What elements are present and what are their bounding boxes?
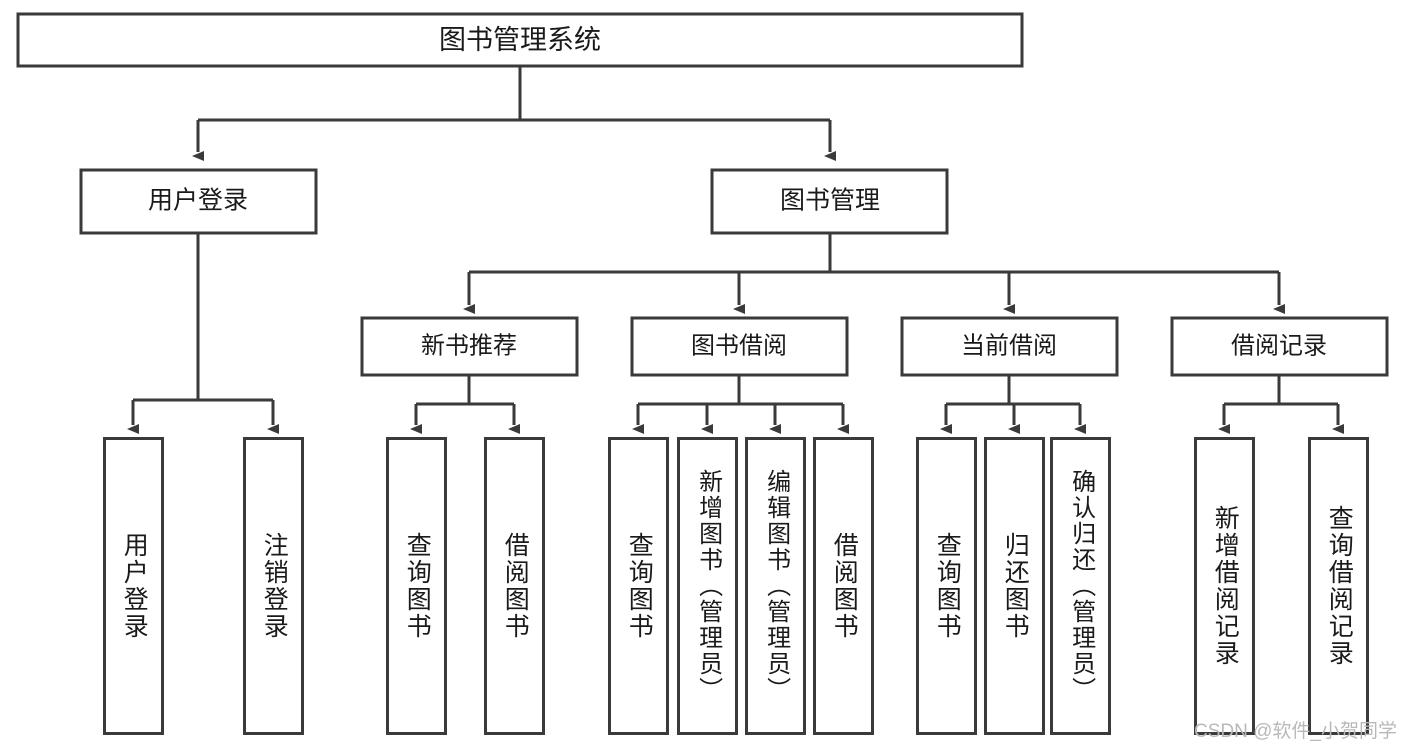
node-user-login-rect[interactable] bbox=[79, 168, 318, 235]
node-book-management-rect[interactable] bbox=[710, 168, 949, 235]
leaf-node-add-book-admin-label: 新增图书（管理员） bbox=[694, 469, 722, 703]
leaf-node-add-borrow-record-label: 新增借阅记录 bbox=[1211, 505, 1240, 667]
leaf-node-user-login[interactable]: 用户登录 bbox=[103, 437, 164, 735]
node-book-borrow-rect[interactable] bbox=[630, 316, 849, 377]
node-book-management-label: 图书管理 bbox=[780, 187, 880, 215]
node-book-management[interactable]: 图书管理 bbox=[710, 168, 949, 235]
leaf-node-add-borrow-record[interactable]: 新增借阅记录 bbox=[1194, 437, 1255, 735]
leaf-node-query-book-new[interactable]: 查询图书 bbox=[386, 437, 447, 735]
node-new-book-recommend-rect[interactable] bbox=[360, 316, 579, 377]
connector-group-book-mgmt bbox=[463, 233, 1285, 314]
node-current-borrow[interactable]: 当前借阅 bbox=[900, 316, 1119, 377]
node-borrow-records[interactable]: 借阅记录 bbox=[1170, 316, 1389, 377]
leaf-node-confirm-return-admin-label: 确认归还（管理员） bbox=[1067, 469, 1095, 703]
node-user-login-label: 用户登录 bbox=[148, 187, 248, 215]
connector-group-records bbox=[1218, 375, 1344, 434]
leaf-node-edit-book-admin-label: 编辑图书（管理员） bbox=[762, 469, 790, 703]
connector-group-borrow bbox=[632, 375, 849, 434]
node-new-book-recommend-label: 新书推荐 bbox=[421, 332, 517, 359]
leaf-node-return-book-label: 归还图书 bbox=[1001, 532, 1030, 640]
leaf-node-edit-book-admin[interactable]: 编辑图书（管理员） bbox=[745, 437, 806, 735]
leaf-node-borrow-book-new[interactable]: 借阅图书 bbox=[484, 437, 545, 735]
node-borrow-records-rect[interactable] bbox=[1170, 316, 1389, 377]
node-current-borrow-label: 当前借阅 bbox=[961, 332, 1057, 359]
node-root[interactable]: 图书管理系统 bbox=[16, 12, 1024, 68]
leaf-node-borrow-book-label: 借阅图书 bbox=[830, 532, 859, 640]
connector-group-new-book bbox=[410, 375, 520, 434]
leaf-node-query-borrow-record[interactable]: 查询借阅记录 bbox=[1308, 437, 1369, 735]
leaf-node-borrow-book[interactable]: 借阅图书 bbox=[813, 437, 874, 735]
node-book-borrow[interactable]: 图书借阅 bbox=[630, 316, 849, 377]
leaf-node-query-book-new-label: 查询图书 bbox=[403, 532, 432, 640]
leaf-node-confirm-return-admin[interactable]: 确认归还（管理员） bbox=[1050, 437, 1111, 735]
node-root-label: 图书管理系统 bbox=[439, 25, 601, 55]
connector-group-root bbox=[192, 66, 836, 161]
node-root-rect[interactable] bbox=[16, 12, 1024, 68]
leaf-node-add-book-admin[interactable]: 新增图书（管理员） bbox=[677, 437, 738, 735]
node-new-book-recommend[interactable]: 新书推荐 bbox=[360, 316, 579, 377]
leaf-node-logout[interactable]: 注销登录 bbox=[243, 437, 304, 735]
leaf-node-query-book-current[interactable]: 查询图书 bbox=[916, 437, 977, 735]
node-book-borrow-label: 图书借阅 bbox=[691, 332, 787, 359]
leaf-node-return-book[interactable]: 归还图书 bbox=[984, 437, 1045, 735]
leaf-node-user-login-label: 用户登录 bbox=[120, 532, 149, 640]
leaf-node-borrow-book-new-label: 借阅图书 bbox=[501, 532, 530, 640]
node-user-login[interactable]: 用户登录 bbox=[79, 168, 318, 235]
leaf-node-query-book-current-label: 查询图书 bbox=[933, 532, 962, 640]
leaf-node-query-borrow-record-label: 查询借阅记录 bbox=[1325, 505, 1354, 667]
leaf-node-query-book-borrow[interactable]: 查询图书 bbox=[608, 437, 669, 735]
node-borrow-records-label: 借阅记录 bbox=[1231, 332, 1327, 359]
connector-group-current bbox=[940, 375, 1086, 434]
node-current-borrow-rect[interactable] bbox=[900, 316, 1119, 377]
connector-group-user-login bbox=[127, 233, 279, 434]
leaf-node-query-book-borrow-label: 查询图书 bbox=[625, 532, 654, 640]
leaf-node-logout-label: 注销登录 bbox=[260, 532, 289, 640]
